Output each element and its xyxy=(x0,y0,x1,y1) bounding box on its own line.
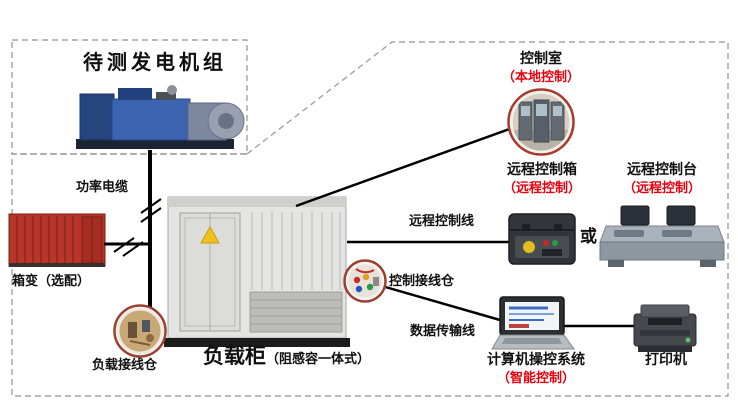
load-cabinet-label: 负载柜 xyxy=(203,344,266,368)
remote-control-box-photo xyxy=(508,213,576,265)
remote-box-label: 远程控制箱 xyxy=(507,163,577,178)
data-line-label: 数据传输线 xyxy=(410,323,476,338)
cable-break-marks xyxy=(113,198,162,257)
remote-console-photo xyxy=(599,205,725,267)
control-room-line xyxy=(295,125,516,208)
data-transmission-line xyxy=(367,280,501,322)
connection-lines xyxy=(104,125,636,328)
generator-title: 待测发电机组 xyxy=(83,52,227,74)
power-cable-label: 功率电缆 xyxy=(76,179,129,194)
transformer-photo xyxy=(8,213,106,267)
computer-label: 计算机操控系统 xyxy=(487,353,585,368)
transformer-label: 箱变（选配） xyxy=(12,273,91,288)
control-room-photo xyxy=(507,88,575,156)
generator-boundary-dashed xyxy=(11,39,248,155)
control-room-label: 控制室 xyxy=(520,52,562,67)
load-cabinet-sublabel: （阻感容一体式） xyxy=(266,351,371,366)
generator-photo xyxy=(76,85,245,149)
remote-console-label: 远程控制台 xyxy=(627,163,697,178)
load-terminal-label: 负载接线仓 xyxy=(92,357,158,372)
laptop-photo xyxy=(491,296,575,350)
load-cabinet-caption: 负载柜（阻感容一体式） xyxy=(203,344,370,368)
computer-sublabel: （智能控制） xyxy=(496,370,575,385)
printer-photo xyxy=(633,304,697,352)
control-terminal-inset-photo xyxy=(343,259,387,303)
remote-box-sublabel: （远程控制） xyxy=(502,180,581,195)
printer-label: 打印机 xyxy=(645,353,687,368)
control-terminal-label: 控制接线仓 xyxy=(389,273,455,288)
load-cabinet-photo xyxy=(164,196,350,347)
or-label: 或 xyxy=(580,227,597,246)
remote-line-label: 远程控制线 xyxy=(409,213,475,228)
load-terminal-inset-photo xyxy=(113,304,167,358)
remote-console-sublabel: （远程控制） xyxy=(622,180,701,195)
control-room-sublabel: （本地控制） xyxy=(501,69,580,84)
